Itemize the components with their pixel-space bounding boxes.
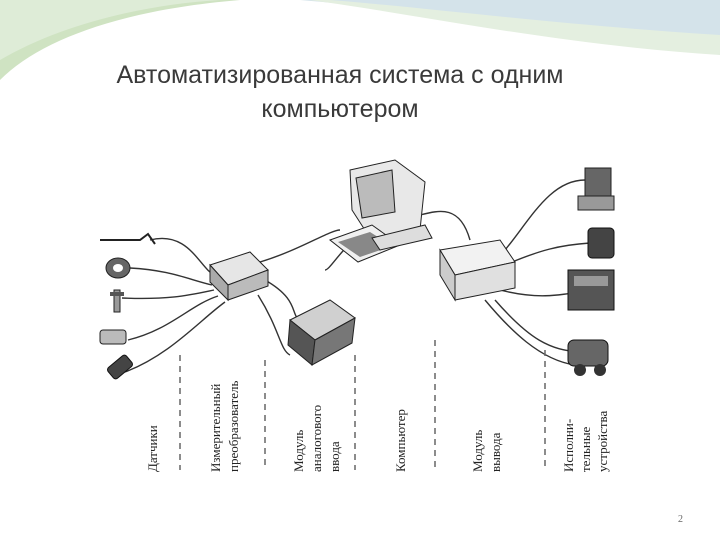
label-actuators-2: тельные: [578, 426, 593, 472]
computer-device: [328, 159, 433, 263]
title-line-1: Автоматизированная система с одним: [116, 61, 564, 89]
label-transducer-2: преобразователь: [226, 380, 241, 472]
temperature-probe-icon: [113, 289, 121, 313]
thermocouple-icon: [100, 232, 156, 245]
label-output-1: Модуль: [470, 430, 485, 472]
cables: [121, 179, 591, 373]
pump-icon: [567, 339, 609, 367]
label-actuators-3: устройства: [595, 411, 610, 472]
proximity-sensor-icon: [99, 329, 127, 345]
relay-icon: [587, 227, 615, 259]
separators: [179, 340, 546, 470]
valve-icon: [584, 167, 612, 197]
page-number: 2: [678, 514, 683, 525]
slide-title: Автоматизированная система с одним компь…: [60, 58, 620, 126]
label-computer: Компьютер: [393, 409, 408, 472]
title-line-2: компьютером: [261, 95, 419, 123]
analog-input-module: [287, 299, 356, 366]
output-module: [439, 239, 516, 302]
pressure-sensor-icon: [107, 354, 133, 380]
actuators-group: [567, 167, 615, 376]
label-actuators-1: Исполни-: [561, 419, 576, 472]
label-transducer-1: Измерительный: [208, 384, 223, 472]
label-sensors: Датчики: [145, 425, 160, 472]
transducer-device: [209, 251, 269, 302]
label-input-3: ввода: [327, 441, 342, 472]
sensors-group: [99, 232, 156, 380]
label-output-2: вывода: [488, 432, 503, 472]
label-input-2: аналогового: [309, 405, 324, 472]
header-decoration: [0, 0, 720, 80]
label-input-1: Модуль: [291, 430, 306, 472]
